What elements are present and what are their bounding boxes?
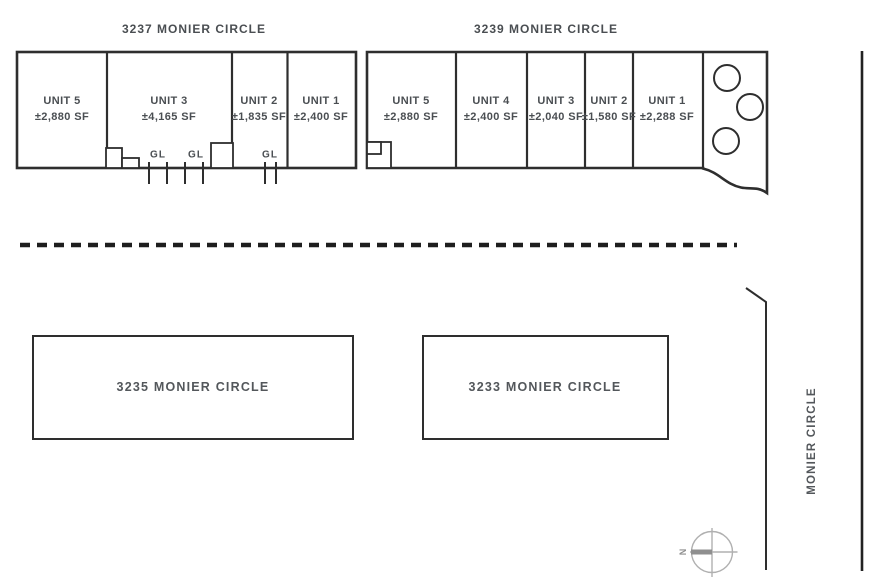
unit-name: UNIT 3 xyxy=(537,95,575,107)
unit-area: ±1,835 SF xyxy=(231,111,287,123)
step-detail xyxy=(210,142,234,169)
unit-name: UNIT 2 xyxy=(240,95,278,107)
unit-area: ±4,165 SF xyxy=(141,111,197,123)
unit-area: ±2,040 SF xyxy=(528,111,584,123)
step-detail xyxy=(105,147,123,169)
gl-door-label: GL xyxy=(262,149,278,161)
street-edge-inner xyxy=(745,287,767,570)
circle-feature xyxy=(712,127,740,155)
building-3237-outline xyxy=(15,50,358,184)
unit-name: UNIT 5 xyxy=(43,95,81,107)
gl-door-ticks xyxy=(148,162,277,184)
unit-area: ±2,400 SF xyxy=(293,111,349,123)
unit-name: UNIT 5 xyxy=(392,95,430,107)
unit-area: ±2,400 SF xyxy=(463,111,519,123)
gl-door-label: GL xyxy=(150,149,166,161)
unit-label: UNIT 5 ±2,880 SF xyxy=(35,93,89,125)
building-3233-label: 3233 MONIER CIRCLE xyxy=(468,380,622,394)
unit-label: UNIT 5 ±2,880 SF xyxy=(384,93,438,125)
unit-area: ±2,288 SF xyxy=(639,111,695,123)
circle-feature xyxy=(736,93,764,121)
step-detail xyxy=(366,141,382,155)
unit-label: UNIT 4 ±2,400 SF xyxy=(464,93,518,125)
unit-name: UNIT 4 xyxy=(472,95,510,107)
building-3239-outline xyxy=(365,50,769,196)
unit-label: UNIT 1 ±2,288 SF xyxy=(640,93,694,125)
step-detail xyxy=(121,157,140,169)
unit-area: ±2,880 SF xyxy=(34,111,90,123)
unit-name: UNIT 2 xyxy=(590,95,628,107)
gl-door-label: GL xyxy=(188,149,204,161)
unit-name: UNIT 1 xyxy=(648,95,686,107)
unit-label: UNIT 2 ±1,580 SF xyxy=(582,93,636,125)
unit-area: ±2,880 SF xyxy=(383,111,439,123)
building-3237-title: 3237 MONIER CIRCLE xyxy=(121,22,267,36)
building-3235-label: 3235 MONIER CIRCLE xyxy=(116,380,270,394)
building-3239-title: 3239 MONIER CIRCLE xyxy=(473,22,619,36)
unit-name: UNIT 3 xyxy=(150,95,188,107)
unit-label: UNIT 1 ±2,400 SF xyxy=(294,93,348,125)
unit-label: UNIT 3 ±4,165 SF xyxy=(142,93,196,125)
unit-label: UNIT 2 ±1,835 SF xyxy=(232,93,286,125)
north-label: N xyxy=(678,548,688,556)
unit-area: ±1,580 SF xyxy=(581,111,637,123)
circle-feature xyxy=(713,64,741,92)
compass-icon xyxy=(690,528,738,577)
building-3233-outline xyxy=(422,335,669,440)
building-3235-outline xyxy=(32,335,354,440)
unit-label: UNIT 3 ±2,040 SF xyxy=(529,93,583,125)
unit-name: UNIT 1 xyxy=(302,95,340,107)
street-name-label: MONIER CIRCLE xyxy=(806,387,818,495)
